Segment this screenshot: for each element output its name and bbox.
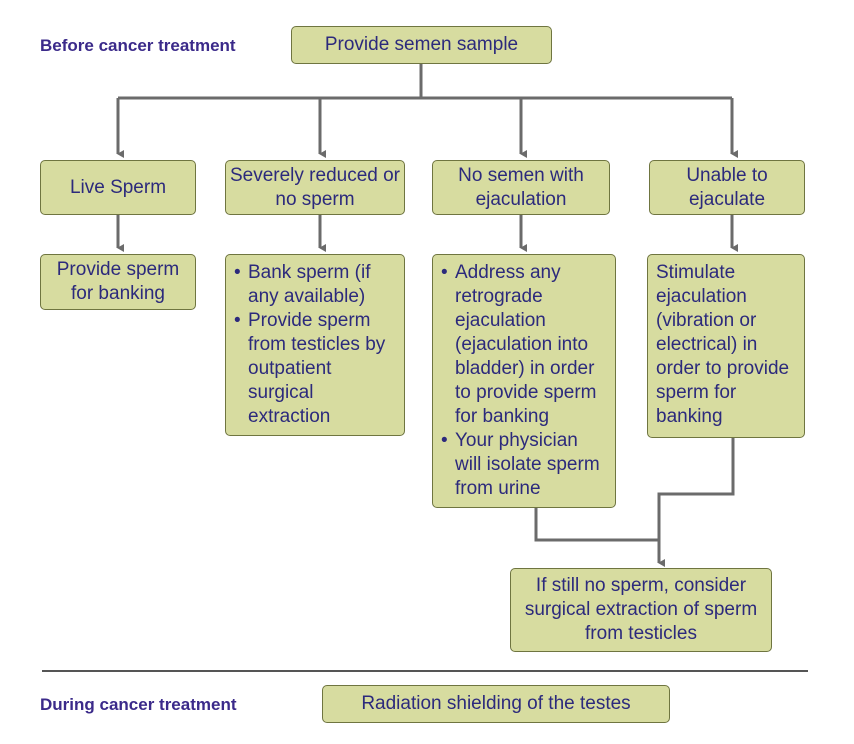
action-no-semen-list: Address any retrograde ejaculation (ejac… xyxy=(441,261,609,501)
action-stimulate-ejaculation: Stimulate ejaculation (vibration or elec… xyxy=(656,262,790,427)
action-unable-ejaculate: Stimulate ejaculation (vibration or elec… xyxy=(647,254,805,438)
branch-no-semen: No semen with ejaculation xyxy=(432,160,610,215)
final-box-surgical-extraction: If still no sperm, consider surgical ext… xyxy=(510,568,772,652)
branch-live-sperm-text: Live Sperm xyxy=(69,176,167,198)
bullet-bank-sperm: Bank sperm (if any available) xyxy=(234,261,398,309)
action-severely-reduced: Bank sperm (if any available) Provide sp… xyxy=(225,254,405,436)
branch-unable-ejaculate: Unable to ejaculate xyxy=(649,160,805,215)
branch-no-semen-text: No semen with ejaculation xyxy=(458,164,584,210)
branch-live-sperm: Live Sperm xyxy=(40,160,196,215)
bullet-surgical-extraction: Provide sperm from testicles by outpatie… xyxy=(234,309,398,429)
branch-severely-reduced: Severely reduced or no sperm xyxy=(225,160,405,215)
during-treatment-label: During cancer treatment xyxy=(40,695,237,714)
action-no-semen: Address any retrograde ejaculation (ejac… xyxy=(432,254,616,508)
branch-unable-ejaculate-text: Unable to ejaculate xyxy=(686,164,768,210)
branch-severely-reduced-text: Severely reduced or no sperm xyxy=(229,164,401,210)
bullet-isolate-sperm-urine: Your physician will isolate sperm from u… xyxy=(441,429,609,501)
action-severely-reduced-list: Bank sperm (if any available) Provide sp… xyxy=(234,261,398,429)
section-divider xyxy=(42,670,808,672)
radiation-shielding-box: Radiation shielding of the testes xyxy=(322,685,670,723)
bullet-retrograde-ejaculation: Address any retrograde ejaculation (ejac… xyxy=(441,261,609,429)
before-treatment-label: Before cancer treatment xyxy=(40,36,236,55)
root-box-provide-semen: Provide semen sample xyxy=(291,26,552,64)
action-live-sperm: Provide sperm for banking xyxy=(40,254,196,310)
action-live-sperm-line-1: Provide sperm xyxy=(56,259,180,280)
action-live-sperm-line-2: for banking xyxy=(70,283,165,304)
final-box-text: If still no sperm, consider surgical ext… xyxy=(524,575,758,644)
